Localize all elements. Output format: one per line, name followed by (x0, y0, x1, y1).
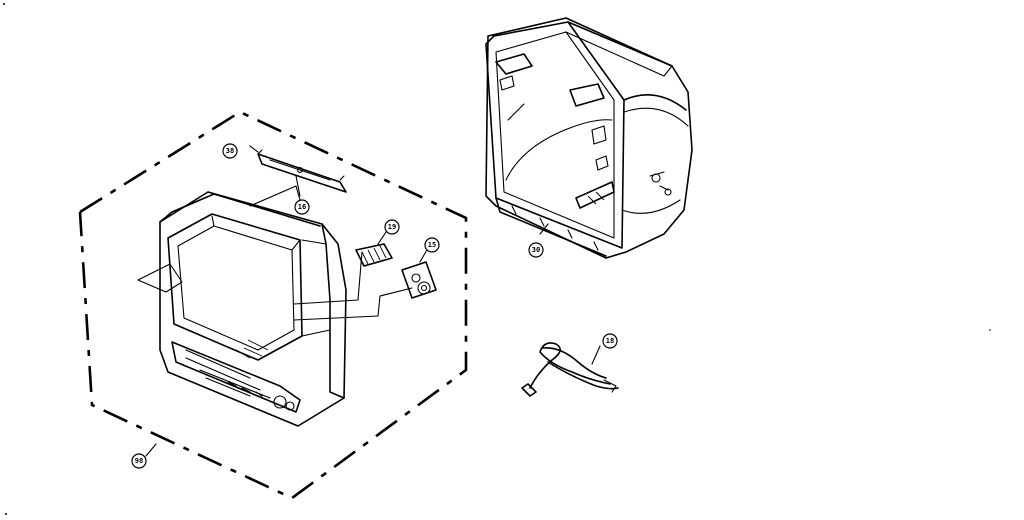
front-cabinet (137, 185, 413, 427)
bracket-part-16 (249, 145, 347, 197)
callout-15-label: 15 (428, 241, 436, 249)
jack-plate-part-15 (401, 247, 437, 299)
callout-15: 15 (424, 237, 440, 253)
connector-part-19 (355, 231, 393, 267)
callout-16-label: 16 (298, 203, 306, 211)
callout-19: 19 (384, 219, 400, 235)
callout-30-label: 30 (532, 246, 540, 254)
callout-18-label: 18 (606, 337, 614, 345)
callout-98: 98 (131, 443, 157, 469)
callout-30: 30 (528, 242, 544, 258)
assembly-boundary (78, 110, 468, 500)
callout-19-label: 19 (388, 223, 396, 231)
callout-98-label: 98 (135, 457, 143, 465)
callout-18: 18 (602, 333, 618, 349)
callout-38: 38 (222, 143, 238, 159)
power-cord-part-18 (521, 342, 619, 397)
back-cabinet (485, 17, 693, 259)
scan-specks (3, 3, 991, 515)
callout-16: 16 (294, 199, 310, 215)
callout-38-label: 38 (226, 147, 234, 155)
